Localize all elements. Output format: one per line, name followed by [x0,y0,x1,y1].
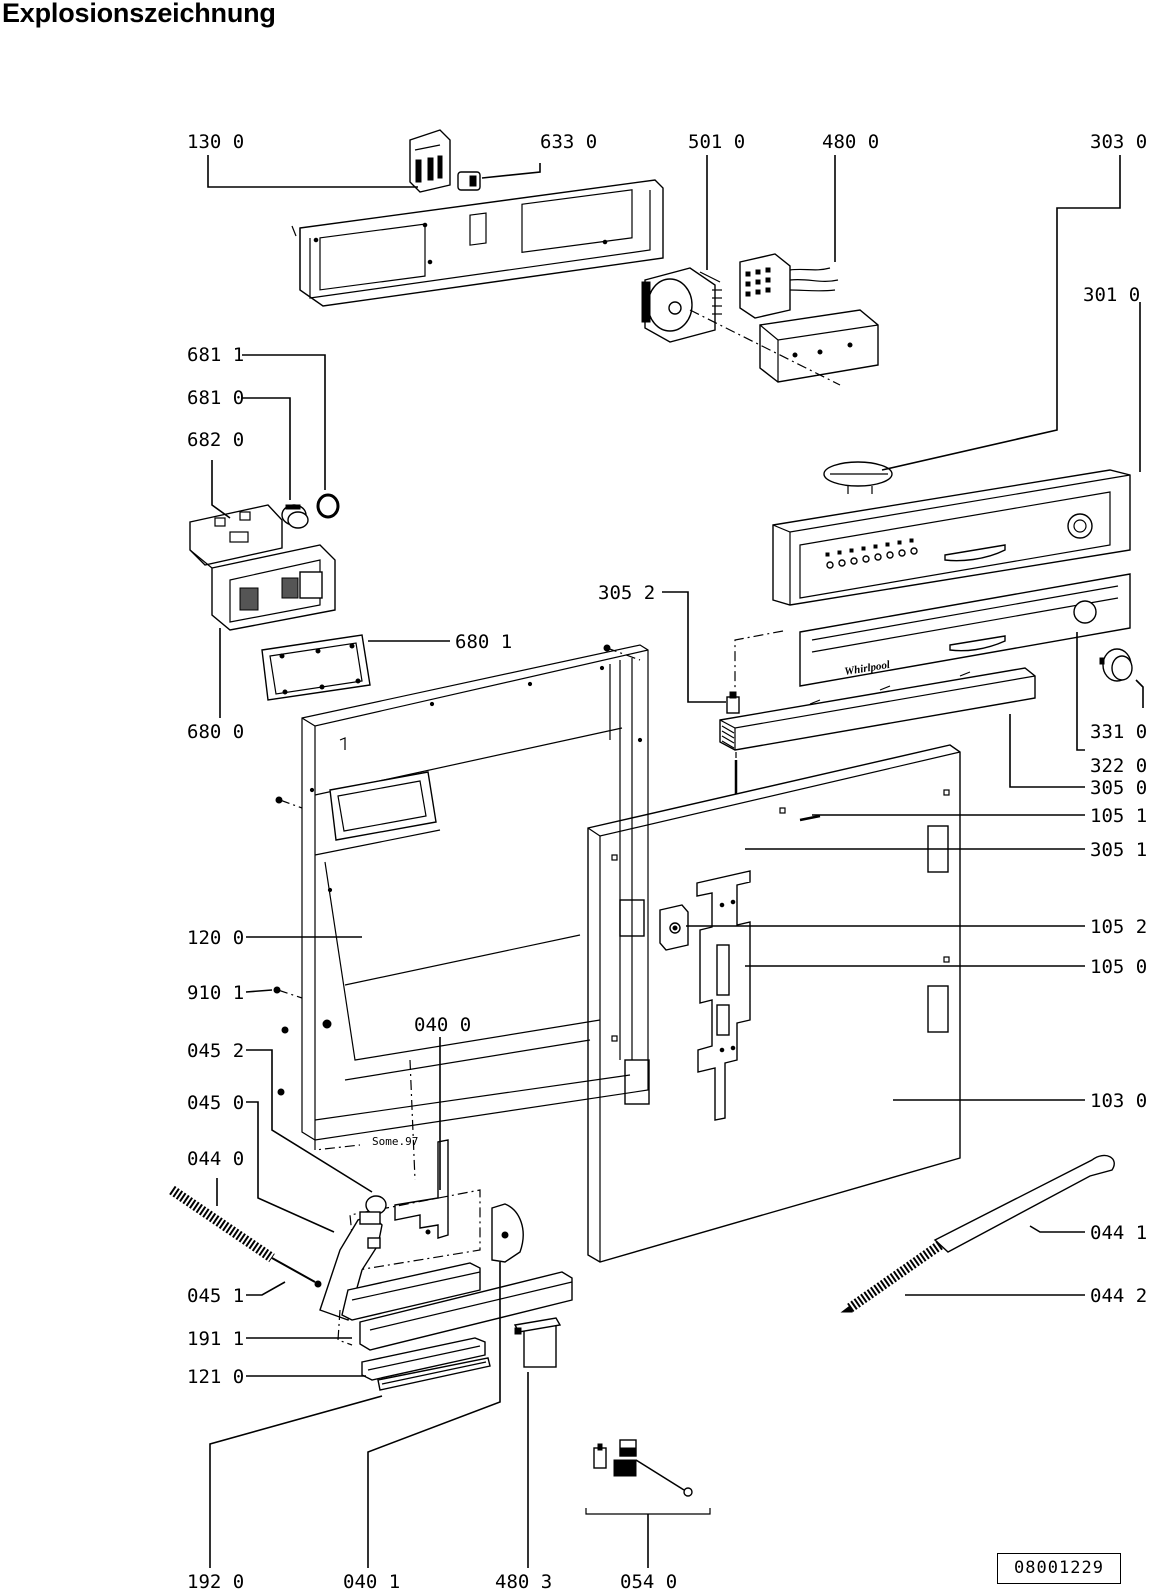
part-lock-bracket-040 [349,1139,481,1271]
label-305-2: 305 2 [598,582,655,604]
part-control-panel-301 [772,469,1131,606]
label-305-1: 305 1 [1090,839,1147,861]
part-knob-331 [1099,648,1133,682]
part-labels: 130 0 633 0 501 0 480 0 303 0 301 0 681 … [187,131,1147,1593]
label-044-2: 044 2 [1090,1285,1147,1307]
part-rail-192 [377,1357,491,1391]
part-lower-strip-121 [361,1337,486,1381]
label-040-0: 040 0 [414,1014,471,1036]
part-hinge-bracket-105 [696,870,751,1121]
label-040-1: 040 1 [343,1571,400,1593]
part-panel-cover-322 [799,573,1131,687]
label-501-0: 501 0 [688,131,745,153]
part-channel-191 [337,1262,573,1351]
label-480-3: 480 3 [495,1571,552,1593]
label-130-0: 130 0 [187,131,244,153]
part-seal-681-1 [316,493,340,519]
part-connector-305-2 [726,691,740,714]
part-motor-bracket [689,309,879,386]
part-latch-plate-040-1 [491,1203,524,1263]
label-045-0: 045 0 [187,1092,244,1114]
label-681-0: 681 0 [187,387,244,409]
part-outer-door-103 [587,744,961,1263]
label-105-0: 105 0 [1090,956,1147,978]
part-handle-303 [823,461,893,494]
label-331-0: 331 0 [1090,721,1147,743]
part-connector-130 [409,129,451,193]
label-045-2: 045 2 [187,1040,244,1062]
part-connector-480 [739,253,839,319]
leader-lines [207,155,1144,1568]
part-cable-holder-480-3 [513,1317,562,1368]
label-105-1: 105 1 [1090,805,1147,827]
label-120-0: 120 0 [187,927,244,949]
label-682-0: 682 0 [187,429,244,451]
label-105-2: 105 2 [1090,916,1147,938]
label-680-0: 680 0 [187,721,244,743]
part-spring-044 [169,1185,322,1288]
label-680-1: 680 1 [455,631,512,653]
part-handle-strip-305 [719,667,1036,751]
part-screws [273,644,641,1096]
part-clip-105-2 [659,904,689,951]
drawing-number-box: 08001229 [997,1553,1121,1584]
assembly-guides [314,630,784,1181]
label-910-1: 910 1 [187,982,244,1004]
part-motor-501 [641,267,722,343]
label-044-1: 044 1 [1090,1222,1147,1244]
label-303-0: 303 0 [1090,131,1147,153]
part-top-rail [291,179,664,307]
part-clip-633 [457,171,481,191]
label-054-0: 054 0 [620,1571,677,1593]
label-044-0: 044 0 [187,1148,244,1170]
stamp-text: Some.97 [372,1135,418,1148]
label-121-0: 121 0 [187,1366,244,1388]
label-633-0: 633 0 [540,131,597,153]
label-322-0: 322 0 [1090,755,1147,777]
part-cap-681 [281,504,309,529]
label-681-1: 681 1 [187,344,244,366]
label-192-0: 192 0 [187,1571,244,1593]
label-045-1: 045 1 [187,1285,244,1307]
part-spring-rod-044-1 [840,1154,1115,1313]
label-191-1: 191 1 [187,1328,244,1350]
part-dispenser-680 [189,504,336,631]
label-305-0: 305 0 [1090,777,1147,799]
part-gasket-680-1 [261,634,437,841]
label-301-0: 301 0 [1083,284,1140,306]
label-480-0: 480 0 [822,131,879,153]
page-title: Explosionszeichnung [2,0,276,28]
part-door-switch-054 [585,1439,711,1515]
label-103-0: 103 0 [1090,1090,1147,1112]
